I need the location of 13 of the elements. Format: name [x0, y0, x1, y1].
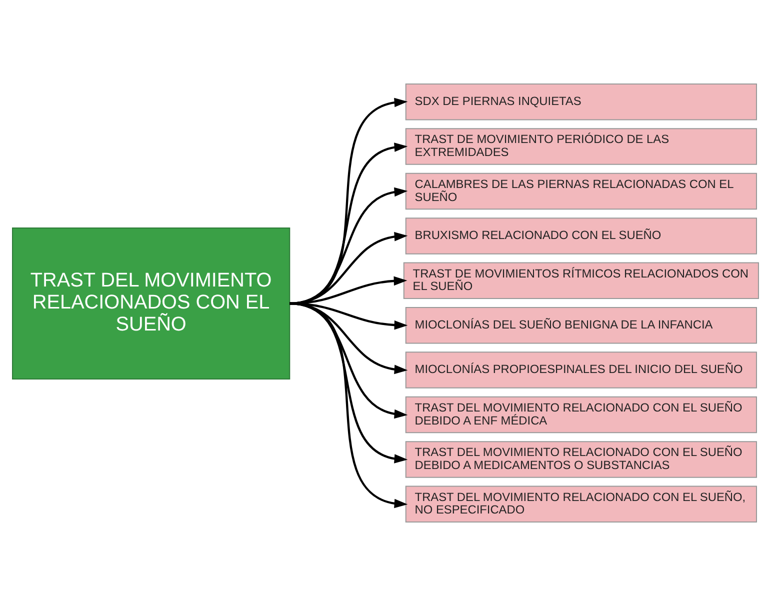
arrow: [290, 186, 408, 304]
node-box: TRAST DEL MOVIMIENTO RELACIONADO CON EL SUEÑO, NO ESPECIFICADO: [405, 485, 757, 522]
node-box: MIOCLONÍAS PROPIOESPINALES DEL INICIO DEL SUEÑO: [405, 351, 757, 388]
node-box: TRAST DE MOVIMIENTO PERIÓDICO DE LAS EXTREMIDADES: [405, 128, 757, 164]
node-box: BRUXISMO RELACIONADO CON EL SUEÑO: [405, 217, 757, 254]
node-box: MIOCLONÍAS DEL SUEÑO BENIGNA DE LA INFANCIA: [405, 306, 757, 344]
node-box: CALAMBRES DE LAS PIERNAS RELACIONADAS CON EL SUEÑO: [405, 172, 757, 210]
node-box: TRAST DEL MOVIMIENTO RELACIONADO CON EL SUEÑO DEBIDO A MEDICAMENTOS O SUBSTANCIAS: [405, 440, 757, 478]
node-box: TRAST DEL MOVIMIENTO RELACIONADOS CON EL SUEÑO: [12, 227, 290, 379]
node-box: TRAST DEL MOVIMIENTO RELACIONADO CON EL SUEÑO DEBIDO A ENF MÉDICA: [405, 396, 757, 433]
node-box: SDX DE PIERNAS INQUIETAS: [405, 82, 757, 120]
arrow: [289, 302, 408, 508]
node-box: TRAST DE MOVIMIENTOS RÍTMICOS RELACIONADOS CON EL SUEÑO: [403, 262, 759, 299]
